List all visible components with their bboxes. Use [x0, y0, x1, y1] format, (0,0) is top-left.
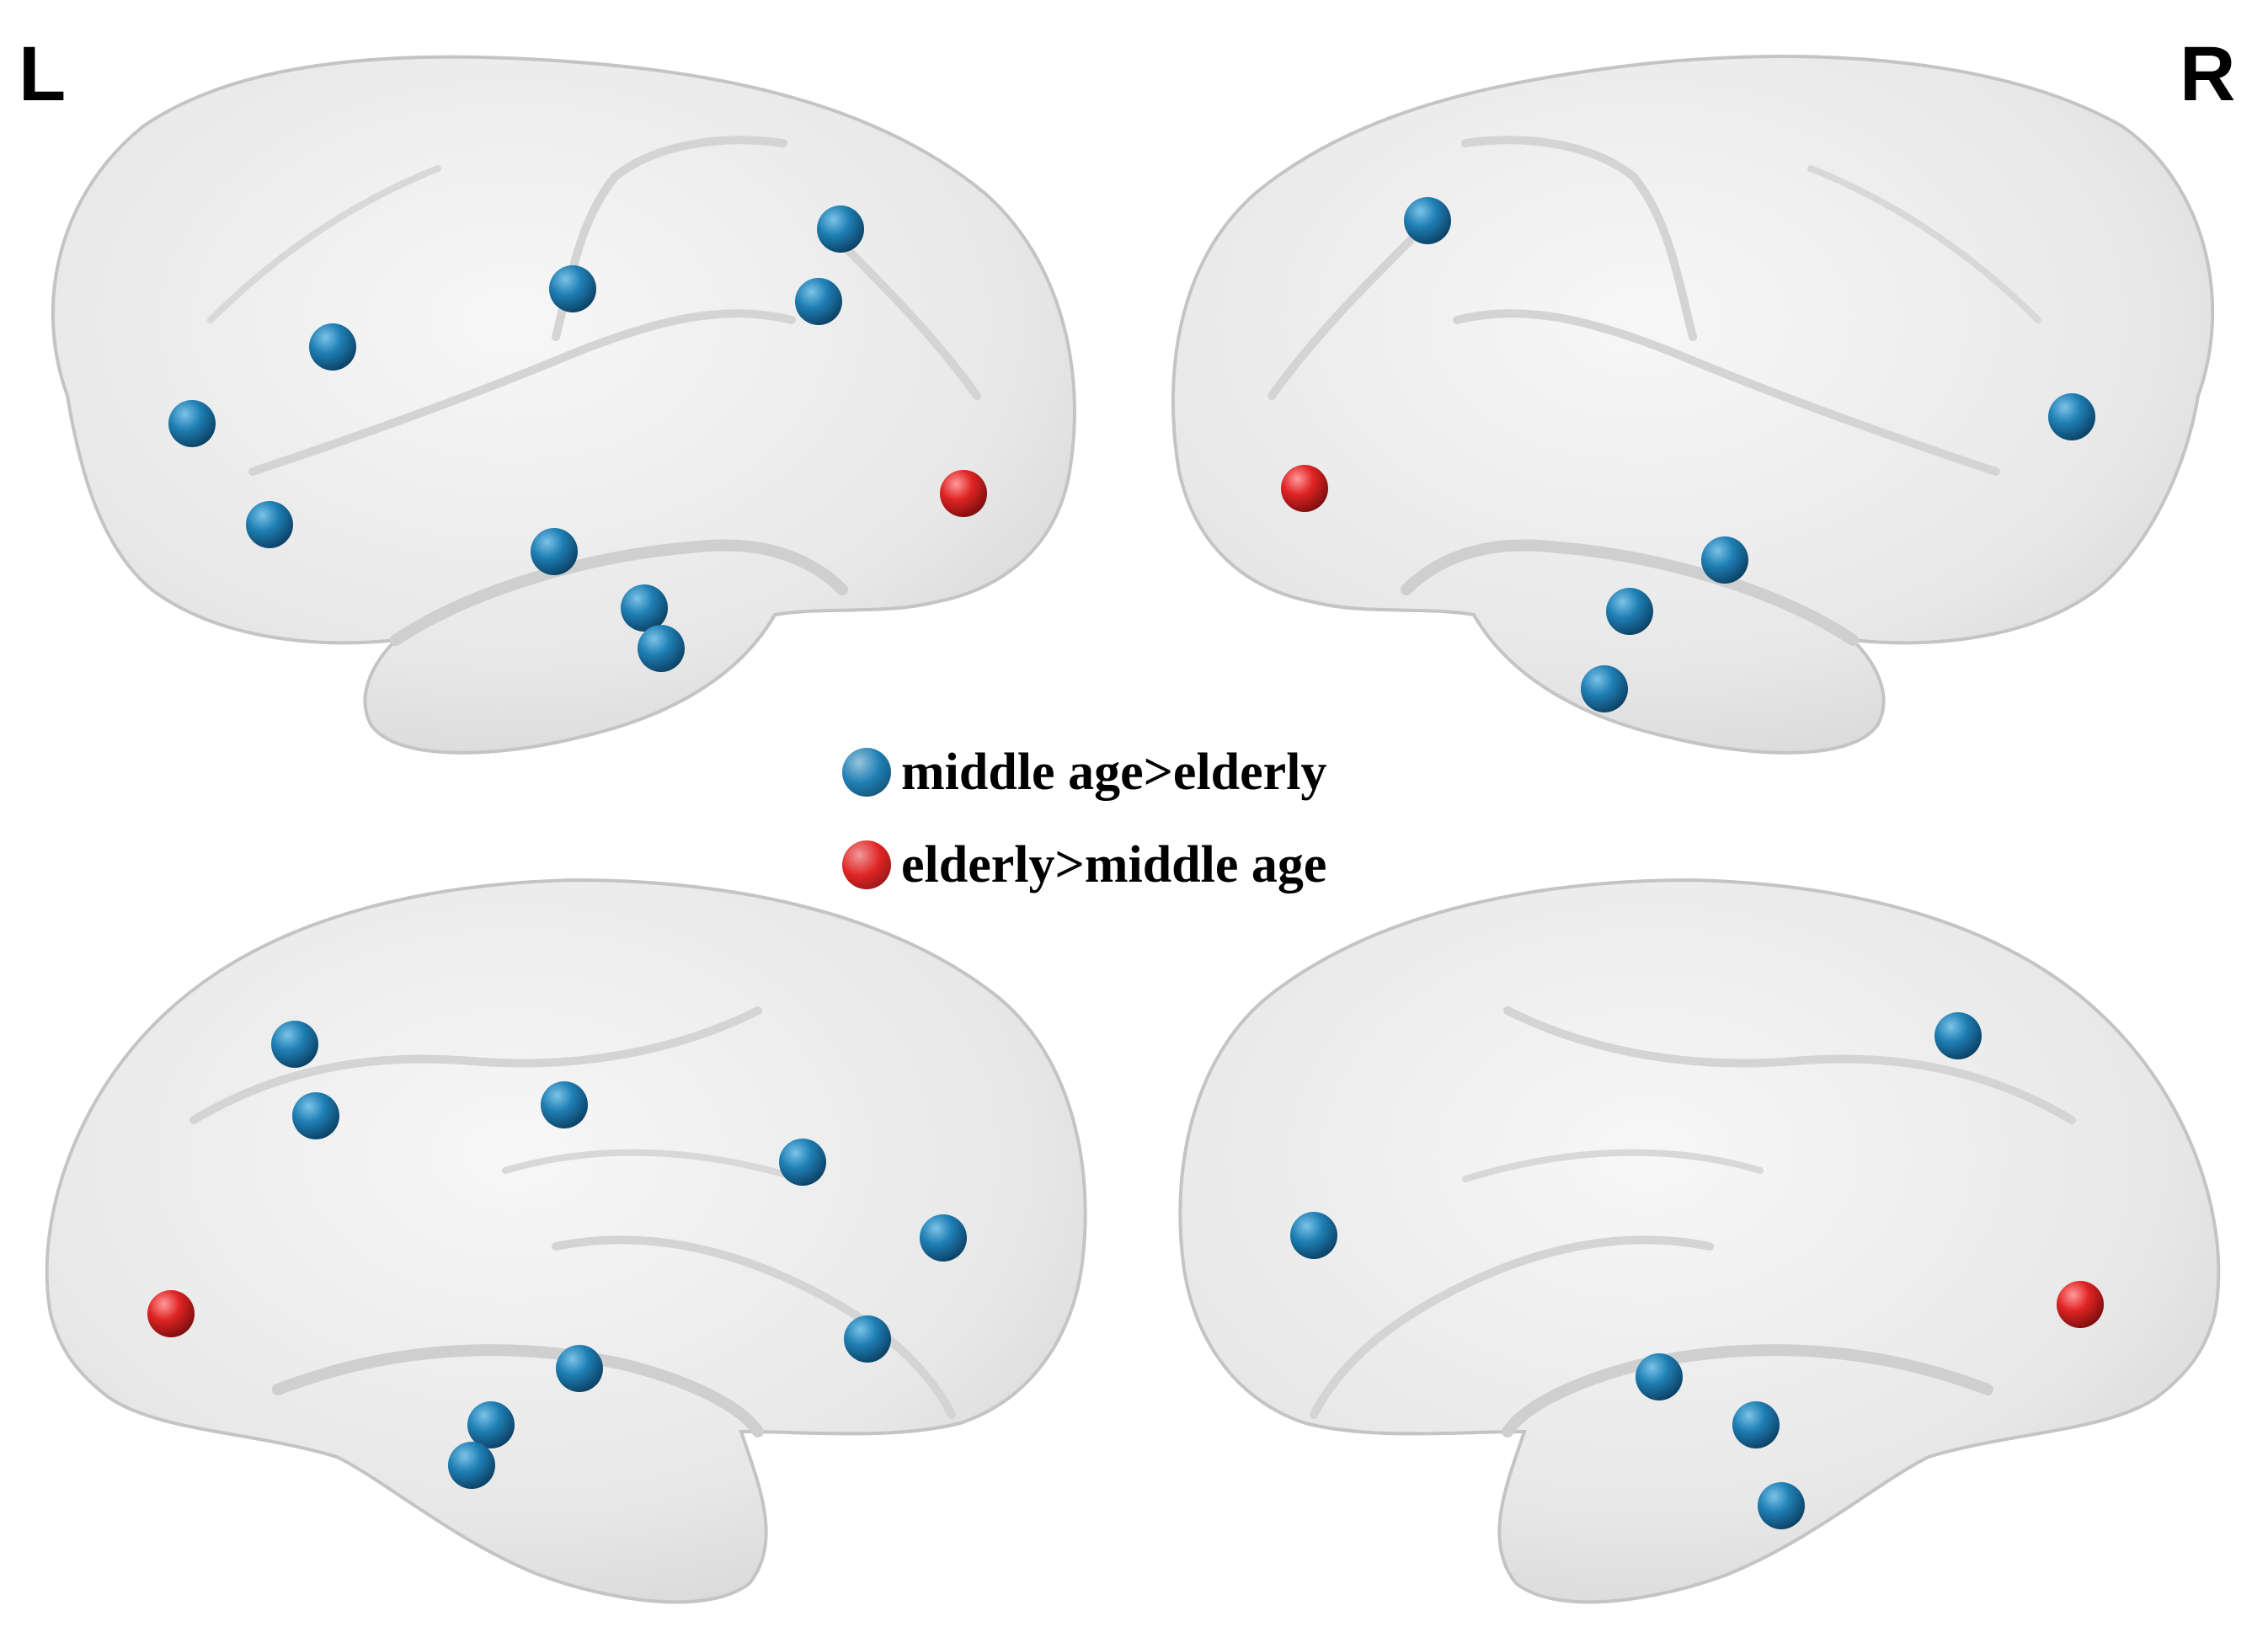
blue-node — [168, 400, 216, 447]
blue-node — [541, 1081, 588, 1128]
blue-node — [1758, 1482, 1805, 1529]
sulcus — [207, 165, 441, 323]
sulcus — [390, 539, 848, 646]
sulcus — [830, 232, 981, 400]
sulcus — [189, 1006, 762, 1124]
blue-node — [920, 1214, 967, 1262]
legend-item-blue: middle age>elderly — [842, 726, 1326, 819]
blue-node — [844, 1315, 891, 1363]
legend-label: elderly>middle age — [901, 835, 1327, 894]
legend: middle age>elderly elderly>middle age — [842, 726, 1326, 911]
blue-node — [779, 1139, 826, 1186]
blue-node — [795, 278, 842, 325]
node-layer — [147, 197, 2104, 1529]
sulcus — [1807, 165, 2041, 323]
sulcus — [248, 309, 796, 476]
sulcus — [1401, 539, 1859, 646]
legend-label: middle age>elderly — [901, 743, 1327, 801]
legend-item-red: elderly>middle age — [842, 819, 1326, 911]
blue-node — [549, 265, 596, 312]
sulcus — [1502, 1344, 1993, 1438]
red-node — [147, 1290, 195, 1337]
blue-node-icon — [842, 748, 891, 797]
blue-node — [1701, 536, 1748, 584]
left-hemisphere-label: L — [19, 31, 67, 117]
blue-node — [556, 1345, 603, 1392]
blue-node — [309, 323, 356, 371]
sulcus — [1453, 309, 2000, 476]
sulcus — [502, 1149, 803, 1182]
red-node-icon — [842, 840, 891, 889]
right-hemisphere-label: R — [2180, 31, 2236, 117]
sulcus — [1462, 1149, 1764, 1182]
blue-node — [1732, 1401, 1780, 1448]
blue-node — [531, 528, 578, 575]
sulcus — [552, 1235, 956, 1419]
blue-node — [2048, 393, 2095, 440]
red-node — [940, 470, 987, 517]
sulcus — [1310, 1235, 1714, 1419]
blue-node — [817, 205, 864, 253]
blue-node — [1290, 1212, 1337, 1259]
blue-node — [246, 501, 293, 548]
sulcus — [1503, 1006, 2076, 1124]
right-medial-view — [1178, 878, 2221, 1604]
blue-node — [1606, 588, 1653, 635]
blue-node — [1934, 1012, 1982, 1059]
blue-node — [1404, 197, 1451, 244]
blue-node — [1581, 665, 1628, 712]
sulcus — [1461, 136, 1697, 341]
blue-node — [448, 1442, 495, 1489]
blue-node — [271, 1021, 318, 1068]
red-node — [2057, 1281, 2104, 1328]
sulcus — [1267, 232, 1419, 400]
blue-node — [467, 1401, 515, 1448]
blue-node — [621, 584, 668, 632]
red-node — [1281, 465, 1328, 512]
blue-node — [292, 1092, 339, 1139]
blue-node — [1636, 1353, 1683, 1400]
blue-node — [638, 625, 685, 672]
